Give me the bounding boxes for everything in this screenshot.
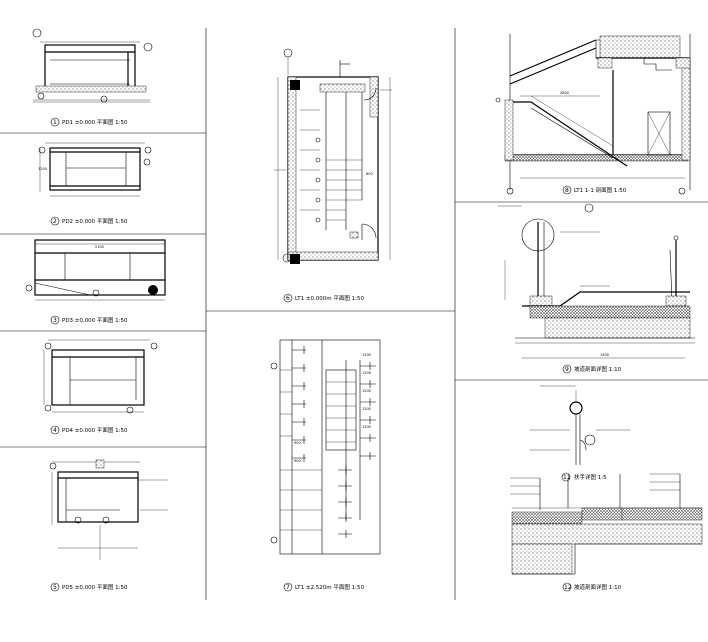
label-plan-1-text: PD1 ±0.000 平面图 1:50 <box>62 118 128 126</box>
label-detail-11: 11 扶手详图 1:5 <box>561 472 607 482</box>
svg-text:1200: 1200 <box>362 407 371 411</box>
detail-handrail <box>530 385 630 465</box>
plan-lt1-upper: 1200 1200 1200 1200 1200 900 900 <box>270 339 381 555</box>
svg-text:1200: 1200 <box>362 425 371 429</box>
label-plan-4-text: PD4 ±0.000 平面图 1:50 <box>62 426 128 434</box>
label-plan-5: 5 PD5 ±0.000 平面图 1:50 <box>50 582 128 592</box>
svg-text:2100: 2100 <box>95 245 104 249</box>
label-plan-4: 4 PD4 ±0.000 平面图 1:50 <box>50 425 128 435</box>
label-plan-2-num: 2 <box>53 218 57 225</box>
label-plan-1-num: 1 <box>53 119 57 126</box>
label-plan-7-num: 7 <box>286 584 290 591</box>
plan-pd3: 2100 <box>25 239 166 301</box>
label-detail-9-text: 坡道剖面详图 1:10 <box>574 365 622 373</box>
svg-text:1200: 1200 <box>362 389 371 393</box>
label-plan-7: 7 LT1 ±2.520m 平面图 1:50 <box>283 582 364 592</box>
label-plan-1: 1 PD1 ±0.000 平面图 1:50 <box>50 117 128 127</box>
svg-text:900: 900 <box>294 441 301 445</box>
label-plan-3-num: 3 <box>53 317 57 324</box>
label-plan-3-text: PD3 ±0.000 平面图 1:50 <box>62 316 128 324</box>
label-plan-2-text: PD2 ±0.000 平面图 1:50 <box>62 217 128 225</box>
label-detail-12-num: 12 <box>564 584 572 591</box>
svg-text:1200: 1200 <box>362 371 371 375</box>
label-plan-6: 6 LT1 ±0.000m 平面图 1:50 <box>283 293 364 303</box>
svg-text:600: 600 <box>366 172 373 176</box>
section-lt1: 2800 <box>495 34 691 195</box>
label-section-8: 8 LT1 1-1 剖面图 1:50 <box>562 185 627 195</box>
label-detail-12: 12 坡道剖面详图 1:10 <box>562 582 622 592</box>
plan-pd5 <box>49 459 168 560</box>
label-plan-5-text: PD5 ±0.000 平面图 1:50 <box>62 583 128 591</box>
label-plan-3: 3 PD3 ±0.000 平面图 1:50 <box>50 315 128 325</box>
label-plan-4-num: 4 <box>53 427 57 434</box>
label-plan-2: 2 PD2 ±0.000 平面图 1:50 <box>50 216 128 226</box>
label-detail-11-num: 11 <box>563 474 571 481</box>
label-detail-12-text: 坡道剖面详图 1:10 <box>574 583 622 591</box>
label-detail-9: 9 坡道剖面详图 1:10 <box>562 364 622 374</box>
label-plan-6-num: 6 <box>286 295 290 302</box>
svg-text:1200: 1200 <box>362 353 371 357</box>
sheet-grid-lines <box>0 28 708 600</box>
plan-pd1 <box>32 28 153 103</box>
svg-text:1200: 1200 <box>38 167 47 171</box>
plan-lt1-ground: 600 <box>274 48 392 264</box>
label-detail-11-text: 扶手详图 1:5 <box>574 473 607 481</box>
svg-text:900: 900 <box>294 459 301 463</box>
detail-ramp-edge <box>510 473 703 575</box>
label-detail-9-num: 9 <box>565 366 569 373</box>
plan-lt1-upper-rows: 1200 1200 1200 1200 1200 900 900 <box>280 346 376 538</box>
label-section-8-text: LT1 1-1 剖面图 1:50 <box>574 186 627 194</box>
label-plan-6-text: LT1 ±0.000m 平面图 1:50 <box>295 294 364 302</box>
label-section-8-num: 8 <box>565 187 569 194</box>
label-plan-7-text: LT1 ±2.520m 平面图 1:50 <box>295 583 364 591</box>
plan-pd4 <box>43 339 158 414</box>
detail-ramp-section: 1500 <box>498 203 695 359</box>
label-plan-5-num: 5 <box>53 584 57 591</box>
svg-text:2800: 2800 <box>560 91 569 95</box>
plan-pd2: 1200 <box>38 142 152 197</box>
svg-text:1500: 1500 <box>600 353 609 357</box>
